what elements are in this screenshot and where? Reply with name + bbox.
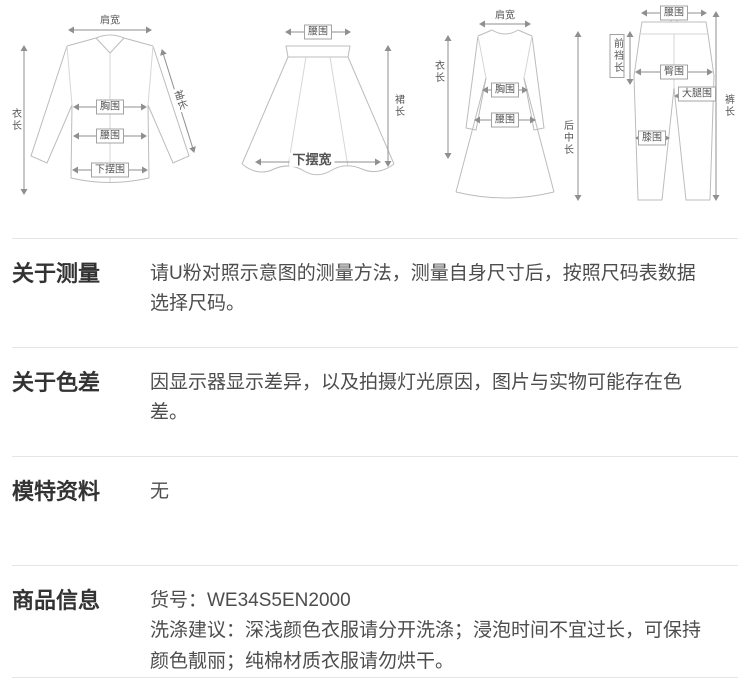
dress-bust-label: 胸围 [491, 82, 519, 98]
washing-advice-text: 洗涤建议：深浅颜色衣服请分开洗涤；浸泡时间不宜过长，可保持颜色靓丽；纯棉材质衣服… [150, 620, 702, 672]
skirt-hem-width-label: 下摆宽 [289, 152, 335, 168]
pants-thigh-label: 大腿围 [678, 86, 716, 102]
skirt-waist-label: 腰围 [304, 24, 332, 40]
section-product-info: 商品信息 货号：WE34S5EN2000 洗涤建议：深浅颜色衣服请分开洗涤；浸泡… [12, 565, 738, 679]
pants-hip-label: 臀围 [660, 64, 688, 80]
pants-knee-label: 膝围 [638, 130, 666, 146]
pants-outline [633, 15, 715, 201]
section-model-info: 模特资料 无 [12, 456, 738, 565]
section-measurement: 关于测量 请U粉对照示意图的测量方法，测量自身尺寸后，按照尺码表数据选择尺码。 [12, 238, 738, 347]
pants-front-rise-label: 前裆长 [609, 34, 625, 78]
skirt-outline [241, 45, 395, 176]
section-product-info-title: 商品信息 [12, 588, 101, 613]
dress-outline [455, 29, 555, 199]
skirt-measure-arrows [255, 28, 392, 167]
section-color-difference-text: 因显示器显示差异，以及拍摄灯光原因，图片与实物可能存在色差。 [150, 372, 683, 424]
dress-measure-arrows [444, 20, 582, 201]
shirt-shoulder-label: 肩宽 [98, 14, 122, 28]
dress-diagram: 肩宽 衣长 胸围 腰围 后中长 [420, 9, 590, 210]
pants-diagram: 腰围 前裆长 臀围 大腿围 膝围 裤长 [602, 4, 747, 216]
section-measurement-text: 请U粉对照示意图的测量方法，测量自身尺寸后，按照尺码表数据选择尺码。 [150, 263, 696, 315]
product-sku-text: 货号：WE34S5EN2000 [150, 590, 351, 611]
section-measurement-body: 请U粉对照示意图的测量方法，测量自身尺寸后，按照尺码表数据选择尺码。 [150, 259, 710, 320]
shirt-bust-label: 胸围 [96, 99, 124, 115]
section-color-difference-body: 因显示器显示差异，以及拍摄灯光原因，图片与实物可能存在色差。 [150, 368, 710, 429]
section-model-info-body: 无 [150, 477, 710, 507]
section-color-difference-title: 关于色差 [12, 370, 101, 395]
shirt-length-label: 衣长 [9, 106, 21, 134]
shirt-waist-label: 腰围 [96, 128, 124, 144]
skirt-diagram: 腰围 裙长 下摆宽 [228, 14, 408, 194]
skirt-length-label: 裙长 [392, 92, 404, 120]
dress-shoulder-label: 肩宽 [493, 9, 517, 23]
pants-waist-label: 腰围 [660, 5, 688, 21]
info-sections: 关于测量 请U粉对照示意图的测量方法，测量自身尺寸后，按照尺码表数据选择尺码。 … [0, 238, 750, 679]
section-color-difference: 关于色差 因显示器显示差异，以及拍摄灯光原因，图片与实物可能存在色差。 [12, 347, 738, 456]
section-model-info-text: 无 [150, 481, 170, 502]
measurement-diagrams: 肩宽 衣长 胸围 腰围 下摆围 袖长 腰围 裙长 下摆宽 [0, 0, 750, 238]
shirt-diagram: 肩宽 衣长 胸围 腰围 下摆围 袖长 [9, 10, 210, 210]
dress-drawing [444, 20, 582, 201]
shirt-hem-label: 下摆围 [91, 162, 129, 178]
dress-length-label: 衣长 [432, 58, 444, 86]
section-measurement-title: 关于测量 [12, 261, 101, 286]
section-model-info-title: 模特资料 [12, 479, 101, 504]
pants-measure-arrows [626, 9, 720, 201]
dress-waist-label: 腰围 [491, 112, 519, 128]
section-product-info-body: 货号：WE34S5EN2000 洗涤建议：深浅颜色衣服请分开洗涤；浸泡时间不宜过… [150, 586, 710, 677]
dress-back-length-label: 后中长 [561, 118, 573, 158]
pants-length-label: 裤长 [722, 92, 734, 120]
